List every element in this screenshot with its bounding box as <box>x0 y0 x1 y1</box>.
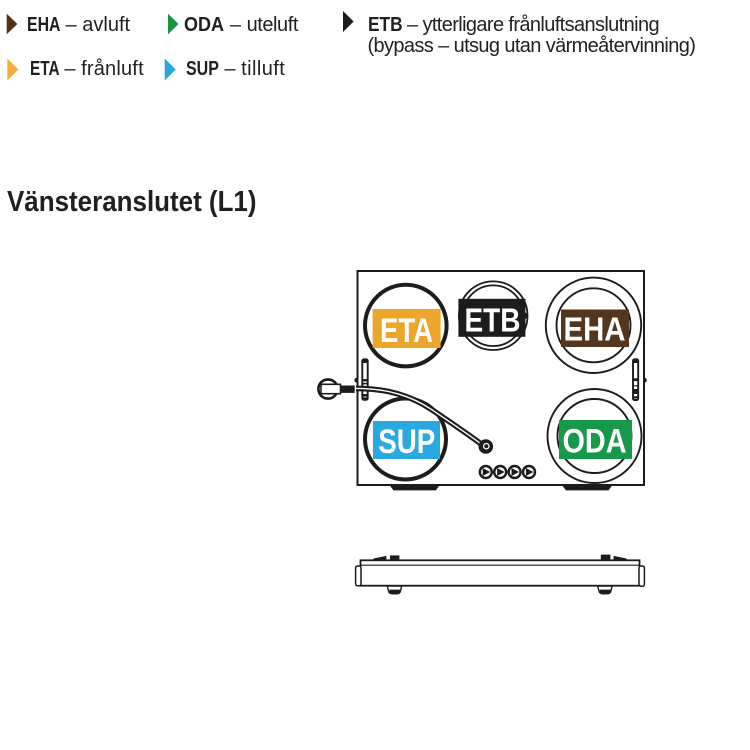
svg-text:EHA: EHA <box>564 311 626 348</box>
svg-text:SUP: SUP <box>378 423 435 461</box>
svg-text:ETB: ETB <box>465 302 521 339</box>
svg-text:ETA: ETA <box>380 312 433 350</box>
svg-text:ODA: ODA <box>563 423 627 461</box>
